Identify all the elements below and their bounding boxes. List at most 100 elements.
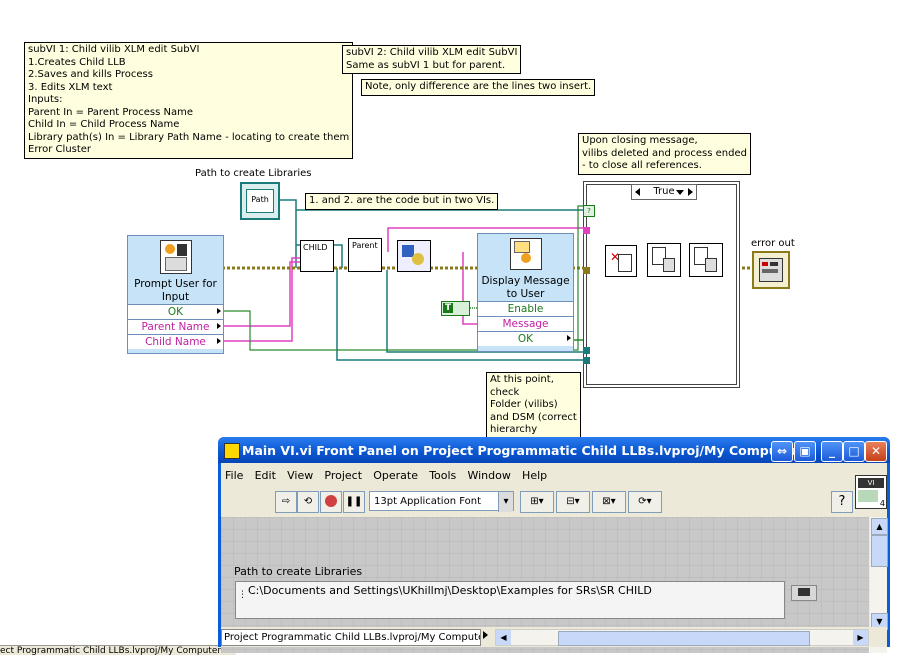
hscroll-thumb[interactable] xyxy=(558,631,810,646)
hscroll-right-button[interactable]: ▶ xyxy=(853,630,868,645)
display-message-icon xyxy=(509,238,542,270)
run-arrow-button[interactable]: ⇨ xyxy=(275,491,297,513)
prompt-user-icon xyxy=(159,240,192,274)
window-title: Main VI.vi Front Panel on Project Progra… xyxy=(242,443,810,458)
child-subvi-label: CHILD xyxy=(303,243,328,252)
note-subvi1: subVI 1: Child vilib XLM edit SubVI 1.Cr… xyxy=(24,42,354,159)
hscroll-left-button[interactable]: ◀ xyxy=(496,630,511,645)
path-terminal[interactable]: Path xyxy=(240,182,280,220)
align-objects-button[interactable]: ⊞▾ xyxy=(520,491,554,513)
vertical-scrollbar[interactable]: ▲ ▼ xyxy=(870,517,888,653)
display-message-title: Display Message to User xyxy=(481,275,570,300)
path-control[interactable]: ⋮ C:\Documents and Settings\UKhillmj\Des… xyxy=(235,581,785,619)
case-structure[interactable]: True ? ✕ xyxy=(583,181,740,388)
swap-window-button[interactable]: ⇔ xyxy=(771,441,793,462)
parent-name-wire xyxy=(222,261,300,327)
maximize-button[interactable]: □ xyxy=(843,441,865,462)
menu-file[interactable]: File xyxy=(225,469,244,482)
note-check: At this point, check Folder (vilibs) and… xyxy=(486,372,581,439)
context-arrow-icon[interactable] xyxy=(483,631,488,639)
tunnel-error xyxy=(583,267,590,274)
run-continuously-button[interactable]: ⟲ xyxy=(297,491,319,513)
status-bar: Project Programmatic Child LLBs.lvproj/M… xyxy=(221,627,887,647)
parent-subvi-label: Parent xyxy=(352,241,378,250)
prompt-user-title: Prompt User for Input xyxy=(134,278,217,303)
string-wire-msg xyxy=(462,252,478,325)
menu-window[interactable]: Window xyxy=(467,469,511,482)
browse-folder-button[interactable] xyxy=(791,585,817,601)
path-control-value[interactable]: C:\Documents and Settings\UKhillmj\Deskt… xyxy=(248,584,652,597)
case-dropdown-icon[interactable] xyxy=(676,190,684,195)
menu-project[interactable]: Project xyxy=(324,469,363,482)
vi-icon[interactable]: VI 4 xyxy=(855,475,887,509)
window-client: File Edit View Project Operate Tools Win… xyxy=(221,463,888,653)
child-name-wire xyxy=(222,257,300,342)
font-select[interactable]: 13pt Application Font ▾ xyxy=(369,491,514,512)
case-selector-label[interactable]: True xyxy=(631,184,697,200)
selector-bool-wire xyxy=(222,205,590,351)
context-help-button[interactable]: ? xyxy=(831,491,853,513)
tile-window-button[interactable]: ▣ xyxy=(794,441,816,462)
child-subvi[interactable]: CHILD xyxy=(300,240,334,272)
invoke-node-icon[interactable] xyxy=(397,240,431,272)
display-ok-output[interactable]: OK xyxy=(478,331,573,346)
path-terminal-inner: Path xyxy=(246,189,274,213)
prompt-ok-output[interactable]: OK xyxy=(128,304,223,319)
display-enable-input[interactable]: Enable xyxy=(478,301,573,316)
menu-operate[interactable]: Operate xyxy=(373,469,418,482)
true-constant[interactable]: T xyxy=(441,301,470,316)
display-message-express-vi[interactable]: Display Message to User Enable Message O… xyxy=(477,233,574,352)
error-out-label: error out xyxy=(751,238,795,249)
path-wire xyxy=(276,199,297,268)
close-ref-icon-1[interactable] xyxy=(647,243,681,277)
window-titlebar[interactable]: Main VI.vi Front Panel on Project Progra… xyxy=(218,437,890,463)
horizontal-scrollbar[interactable]: ◀ ▶ xyxy=(495,629,869,646)
prompt-user-express-vi[interactable]: Prompt User for Input OK Parent Name Chi… xyxy=(127,235,224,354)
case-next-icon[interactable] xyxy=(688,188,693,196)
resize-objects-button[interactable]: ⊠▾ xyxy=(592,491,626,513)
error-out-indicator[interactable] xyxy=(752,251,790,289)
folder-icon xyxy=(798,588,810,596)
abort-button[interactable] xyxy=(320,491,342,513)
distribute-objects-button[interactable]: ⊟▾ xyxy=(556,491,590,513)
prompt-parent-name-output[interactable]: Parent Name xyxy=(128,319,223,334)
connector-pane-number: 4 xyxy=(879,499,885,508)
background-status-strip: ect Programmatic Child LLBs.lvproj/My Co… xyxy=(0,645,236,655)
string-wire-top xyxy=(387,227,598,252)
note-closing: Upon closing message, vilibs deleted and… xyxy=(578,133,751,175)
font-dropdown-icon[interactable]: ▾ xyxy=(498,492,513,512)
true-constant-glyph: T xyxy=(443,303,454,313)
menubar: File Edit View Project Operate Tools Win… xyxy=(221,467,551,485)
menu-help[interactable]: Help xyxy=(522,469,548,482)
parent-subvi[interactable]: Parent xyxy=(348,238,382,272)
minimize-button[interactable]: _ xyxy=(821,441,843,462)
path-terminal-label: Path to create Libraries xyxy=(195,168,312,179)
close-ref-icon-2[interactable] xyxy=(689,243,723,277)
tunnel-ref-1 xyxy=(583,347,590,354)
note-same-code: 1. and 2. are the code but in two VIs. xyxy=(305,193,499,210)
note-difference: Note, only difference are the lines two … xyxy=(361,79,596,96)
menu-edit[interactable]: Edit xyxy=(254,469,276,482)
project-context-field[interactable]: Project Programmatic Child LLBs.lvproj/M… xyxy=(221,629,481,646)
path-control-label: Path to create Libraries xyxy=(234,565,363,578)
prompt-child-name-output[interactable]: Child Name xyxy=(128,334,223,349)
case-prev-icon[interactable] xyxy=(635,188,640,196)
labview-app-icon xyxy=(224,443,240,459)
note-subvi2: subVI 2: Child vilib XLM edit SubVI Same… xyxy=(342,45,522,74)
pause-button[interactable]: ❚❚ xyxy=(343,491,365,513)
menu-tools[interactable]: Tools xyxy=(429,469,457,482)
path-wire-5 xyxy=(386,270,590,353)
front-panel-window: Main VI.vi Front Panel on Project Progra… xyxy=(218,437,890,653)
display-message-input[interactable]: Message xyxy=(478,316,573,331)
tunnel-ref-2 xyxy=(583,357,590,364)
reorder-button[interactable]: ⟳▾ xyxy=(628,491,662,513)
abort-icon xyxy=(325,495,337,507)
path-wire-4 xyxy=(336,268,590,361)
scroll-up-button[interactable]: ▲ xyxy=(871,518,888,535)
tunnel-string xyxy=(583,227,590,234)
close-button[interactable]: ✕ xyxy=(865,441,887,462)
menu-view[interactable]: View xyxy=(287,469,314,482)
case-selector-terminal: ? xyxy=(583,205,595,217)
scroll-thumb[interactable] xyxy=(871,535,888,567)
delete-vilib-icon[interactable]: ✕ xyxy=(605,245,637,277)
